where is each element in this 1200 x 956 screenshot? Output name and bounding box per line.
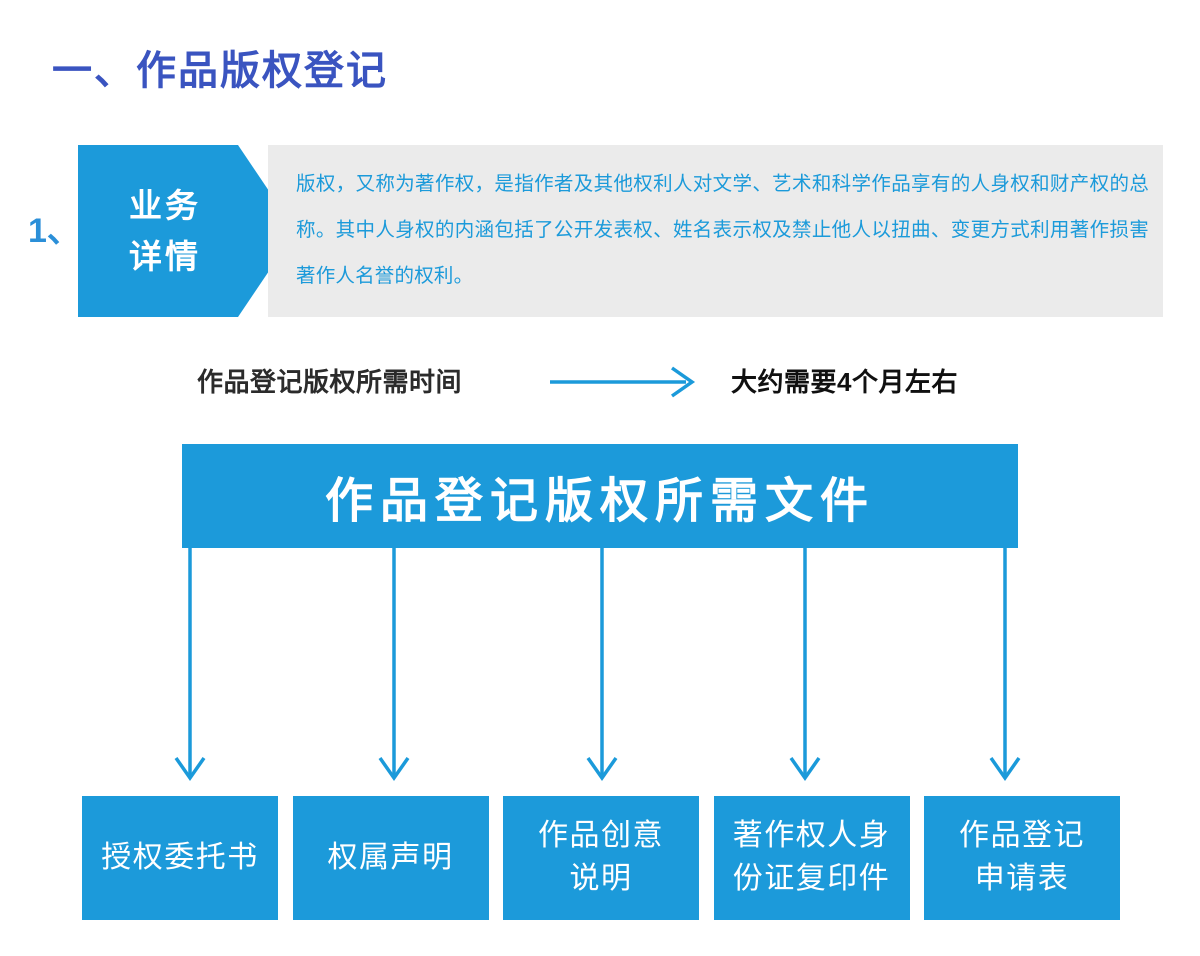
required-documents-banner-title: 作品登记版权所需文件 (324, 475, 875, 528)
document-box-label-line-1: 著作权人身 (732, 819, 891, 853)
business-detail-text: 版权，又称为著作权，是指作者及其他权利人对文学、艺术和科学作品享有的人身权和财产… (296, 173, 1149, 287)
required-documents-banner: 作品登记版权所需文件 (182, 444, 1018, 548)
document-box-label-line-1: 作品创意 (538, 819, 664, 853)
business-detail-tag: 业务 详情 (78, 145, 296, 317)
down-arrow-icon-5 (989, 548, 1021, 782)
business-detail-section: 1、 业务 详情 版权，又称为著作权，是指作者及其他权利人对文学、艺术和科学作品… (0, 145, 1200, 317)
required-documents-list: 授权委托书 权属声明 作品创意 说明 著作权人身 份证复印件 作品登记 申请表 (82, 796, 1120, 920)
detail-index-label: 1、 (28, 212, 81, 250)
document-box-authorization-letter[interactable]: 授权委托书 (82, 796, 278, 920)
processing-time-label: 作品登记版权所需时间 (197, 367, 463, 397)
down-arrow-icon-2 (378, 548, 410, 782)
processing-time-row: 作品登记版权所需时间 大约需要4个月左右 (0, 358, 1200, 406)
document-box-label-line-2: 说明 (569, 862, 633, 895)
down-arrow-icon-3 (586, 548, 618, 782)
business-detail-panel: 版权，又称为著作权，是指作者及其他权利人对文学、艺术和科学作品享有的人身权和财产… (268, 145, 1163, 317)
right-arrow-icon (550, 366, 696, 398)
document-box-label-line-2: 申请表 (974, 862, 1070, 895)
document-box-creative-description[interactable]: 作品创意 说明 (503, 796, 699, 920)
document-box-label-line-1: 授权委托书 (101, 840, 259, 874)
document-box-label-line-1: 作品登记 (959, 819, 1085, 853)
document-box-id-copy[interactable]: 著作权人身 份证复印件 (713, 796, 910, 920)
business-detail-tag-line-2: 详情 (129, 238, 201, 275)
down-arrow-icon-4 (789, 548, 821, 782)
document-box-label-line-2: 份证复印件 (732, 862, 891, 895)
document-box-ownership-statement[interactable]: 权属声明 (292, 796, 489, 920)
document-box-registration-form[interactable]: 作品登记 申请表 (924, 796, 1120, 920)
page-title: 一、作品版权登记 (52, 49, 388, 93)
document-box-label-line-1: 权属声明 (327, 840, 454, 874)
down-arrow-icon-1 (174, 548, 206, 782)
processing-time-value: 大约需要4个月左右 (731, 367, 958, 397)
business-detail-tag-line-1: 业务 (129, 186, 201, 224)
